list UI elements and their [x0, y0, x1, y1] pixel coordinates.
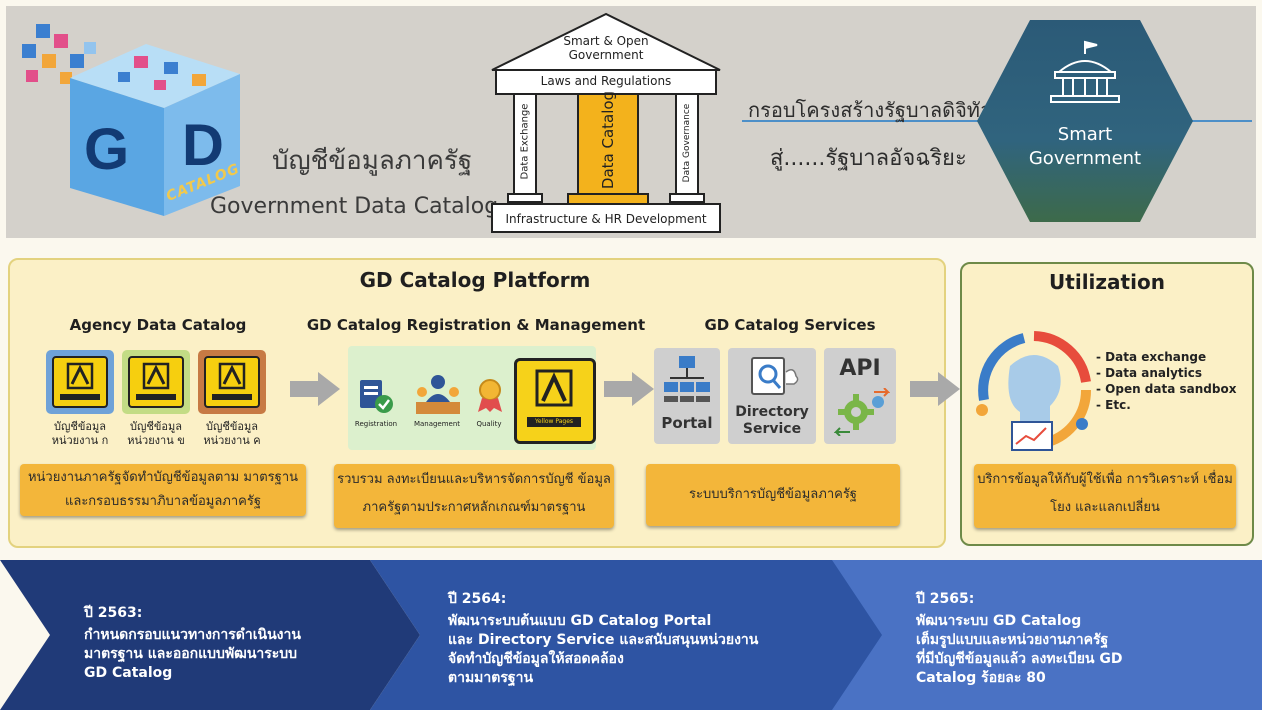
smart-gov-subtitle: สู่......รัฐบาลอัจฉริยะ [770, 146, 967, 171]
data-analytics-head-icon [976, 331, 1092, 451]
registration-description-box: รวบรวม ลงทะเบียนและบริหารจัดการบัญชี ข้อ… [334, 464, 614, 528]
directory-service-card[interactable]: Directory Service [728, 348, 816, 444]
timeline-2563-line1: กำหนดกรอบแนวทางการดำเนินงาน [84, 627, 301, 643]
timeline-2564-line3: จัดทำบัญชีข้อมูลให้สอดคล้อง [448, 651, 624, 667]
framework-text: กรอบโครงสร้างรัฐบาลดิจิทัล [748, 98, 993, 122]
quality-icon [478, 379, 502, 412]
timeline-2565-line2: เต็มรูปแบบและหน่วยงานภาครัฐ [916, 632, 1109, 648]
timeline-2564-line4: ตามมาตรฐาน [448, 670, 534, 686]
temple-pillar-left-text: Data Exchange [519, 103, 531, 180]
temple-base-text: Infrastructure & HR Development [505, 212, 707, 226]
government-label: Government [1028, 148, 1142, 169]
thai-title: บัญชีข้อมูลภาครัฐ [272, 146, 473, 176]
agency-label-c: บัญชีข้อมูล หน่วยงาน ค [203, 420, 261, 447]
registration-label: Registration [354, 420, 398, 428]
yellow-pages-icon [204, 356, 260, 408]
arrow-right-icon [290, 372, 340, 406]
agency-card-b [122, 350, 190, 414]
agency-label-b: บัญชีข้อมูล หน่วยงาน ข [127, 420, 185, 447]
portal-label: Portal [661, 414, 713, 432]
arrow-right-icon [604, 372, 654, 406]
utilization-item-sandbox: - Open data sandbox [1096, 382, 1237, 396]
network-computers-icon [664, 356, 710, 402]
temple-diagram: Smart & Open Government Laws and Regulat… [488, 8, 724, 236]
smart-label: Smart [1057, 124, 1113, 145]
yellow-pages-book: Yellow Pages [514, 358, 596, 444]
arrow-right-icon [910, 372, 960, 406]
utilization-item-analytics: - Data analytics [1096, 366, 1203, 380]
smart-government-hexagon: Smart Government [975, 16, 1195, 226]
timeline-2565-year: ปี 2565: [916, 591, 975, 607]
logo-letter-d: D [182, 113, 224, 178]
timeline-2565-line4: Catalog ร้อยละ 80 [916, 670, 1046, 686]
platform-title: GD Catalog Platform [359, 268, 591, 292]
portal-card[interactable]: Portal [654, 348, 720, 444]
management-label: Management [413, 420, 461, 428]
timeline-chevrons [0, 560, 1262, 710]
temple-pillar-right-text: Data Governance [682, 103, 692, 183]
temple-graphic [491, 12, 721, 233]
timeline-2564-line1: พัฒนาระบบต้นแบบ GD Catalog Portal [448, 613, 712, 629]
temple-roof-text: Smart & Open Government [563, 34, 649, 62]
timeline-2564-year: ปี 2564: [448, 591, 507, 607]
api-card[interactable]: API [824, 348, 896, 444]
registration-management-title: GD Catalog Registration & Management [306, 316, 646, 334]
yellow-pages-icon [128, 356, 184, 408]
yellow-pages-label: Yellow Pages [534, 418, 574, 425]
utilization-item-etc: - Etc. [1096, 398, 1131, 412]
registration-icon [360, 380, 393, 413]
directory-service-label: Directory Service [735, 404, 809, 437]
timeline-2564-line2: และ Directory Service และสนับสนุนหน่วยงา… [448, 632, 759, 648]
timeline-2563-line2: มาตรฐาน และออกแบบพัฒนาระบบ [84, 646, 298, 662]
gd-catalog-logo: G D CATALOG [14, 16, 254, 226]
services-title: GD Catalog Services [704, 316, 876, 334]
timeline-2565-line1: พัฒนาระบบ GD Catalog [916, 613, 1082, 629]
utilization-title: Utilization [1049, 270, 1165, 294]
agency-card-a [46, 350, 114, 414]
timeline-2563-line3: GD Catalog [84, 665, 173, 681]
agency-data-catalog-title: Agency Data Catalog [69, 316, 247, 334]
temple-beam-text: Laws and Regulations [540, 74, 672, 88]
timeline-2565-line3: ที่มีบัญชีข้อมูลแล้ว ลงทะเบียน GD [916, 651, 1123, 667]
utilization-item-exchange: - Data exchange [1096, 350, 1207, 364]
directory-search-icon [751, 357, 799, 395]
hexagon-graphic [977, 20, 1193, 222]
logo-letter-g: G [84, 117, 130, 182]
services-description-box: ระบบบริการบัญชีข้อมูลภาครัฐ [646, 464, 900, 526]
agency-label-a: บัญชีข้อมูล หน่วยงาน ก [51, 420, 109, 447]
utilization-description-box: บริการข้อมูลให้กับผู้ใช้เพื่อ การวิเคราะ… [974, 464, 1236, 528]
temple-pillar-center-text: Data Catalog [599, 90, 617, 190]
yellow-pages-icon [527, 369, 581, 427]
timeline-2563-year: ปี 2563: [84, 605, 143, 621]
management-icon [416, 375, 460, 414]
yellow-pages-icon [52, 356, 108, 408]
agency-card-c [198, 350, 266, 414]
gear-icon [834, 388, 890, 436]
agency-description-box: หน่วยงานภาครัฐจัดทำบัญชีข้อมูลตาม มาตรฐา… [20, 464, 306, 516]
quality-label: Quality [476, 420, 502, 428]
english-title: Government Data Catalog [210, 194, 499, 219]
api-label: API [839, 356, 881, 381]
logo-cube-graphic [22, 24, 240, 216]
